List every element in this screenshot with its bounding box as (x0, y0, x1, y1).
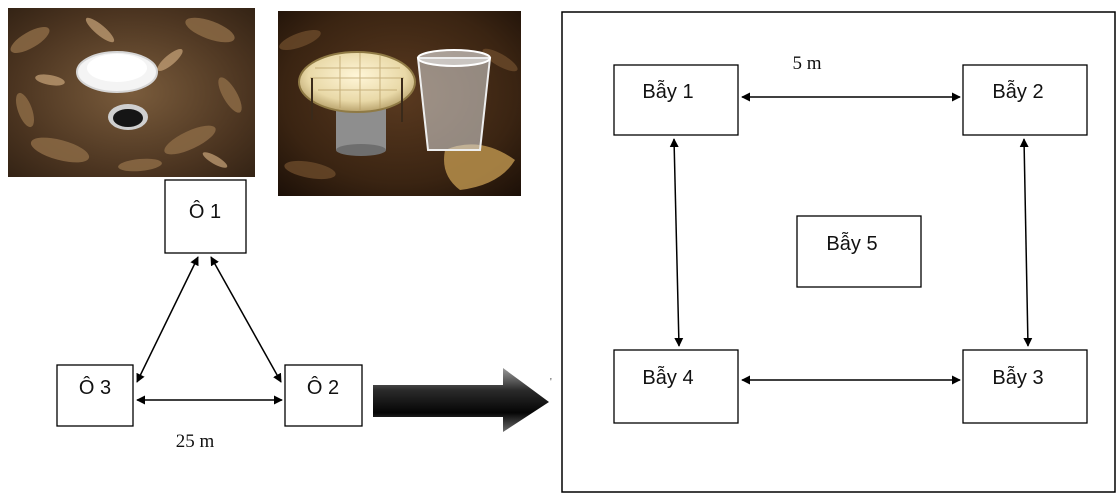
plot-box-o3: Ô 3 (56, 364, 134, 427)
trap-box-b3: Bẫy 3 (962, 349, 1088, 424)
dry-leaf (444, 144, 515, 190)
trap-distance-label: 5 m (792, 53, 821, 74)
trap-label-b3: Bẫy 3 (992, 366, 1043, 389)
plot-box-o2: Ô 2 (284, 364, 363, 427)
photo-trap-covered (278, 11, 521, 196)
trap-box-b2: Bẫy 2 (962, 64, 1088, 136)
stray-mark: ' (550, 377, 552, 388)
trap-rain-cover (298, 51, 416, 122)
arrow-b2-b3 (1019, 138, 1033, 347)
trap-label-b4: Bẫy 4 (642, 366, 693, 389)
plot-label-o2: Ô 2 (307, 376, 339, 399)
plot-label-o3: Ô 3 (79, 376, 111, 399)
big-right-arrow (373, 368, 549, 432)
trap-label-b5: Bẫy 5 (826, 232, 877, 255)
trap-label-b2: Bẫy 2 (992, 80, 1043, 103)
trap-box-b1: Bẫy 1 (613, 64, 739, 136)
plot-layout-triangle: Ô 1 Ô 3 Ô 2 25 m (56, 179, 363, 452)
arrow-b1-b4 (669, 138, 684, 347)
photo-trap-open (8, 8, 255, 177)
trap-box-b4: Bẫy 4 (613, 349, 739, 424)
trap-layout-panel: ' Bẫy 1 Bẫy 2 Bẫy 5 Bẫy 4 Bẫy 3 5 m (550, 11, 1116, 493)
trap-lid (76, 51, 158, 93)
leaf-litter (10, 17, 242, 172)
plastic-cup (416, 49, 492, 151)
trap-cup-hole (108, 104, 148, 130)
plot-box-o1: Ô 1 (164, 179, 247, 254)
arrow-o1-o3 (136, 256, 199, 383)
plot-label-o1: Ô 1 (189, 200, 221, 223)
trap-label-b1: Bẫy 1 (642, 80, 693, 103)
plot-distance-label: 25 m (176, 431, 215, 452)
arrow-o1-o2 (210, 256, 282, 383)
trap-box-b5: Bẫy 5 (796, 215, 922, 288)
